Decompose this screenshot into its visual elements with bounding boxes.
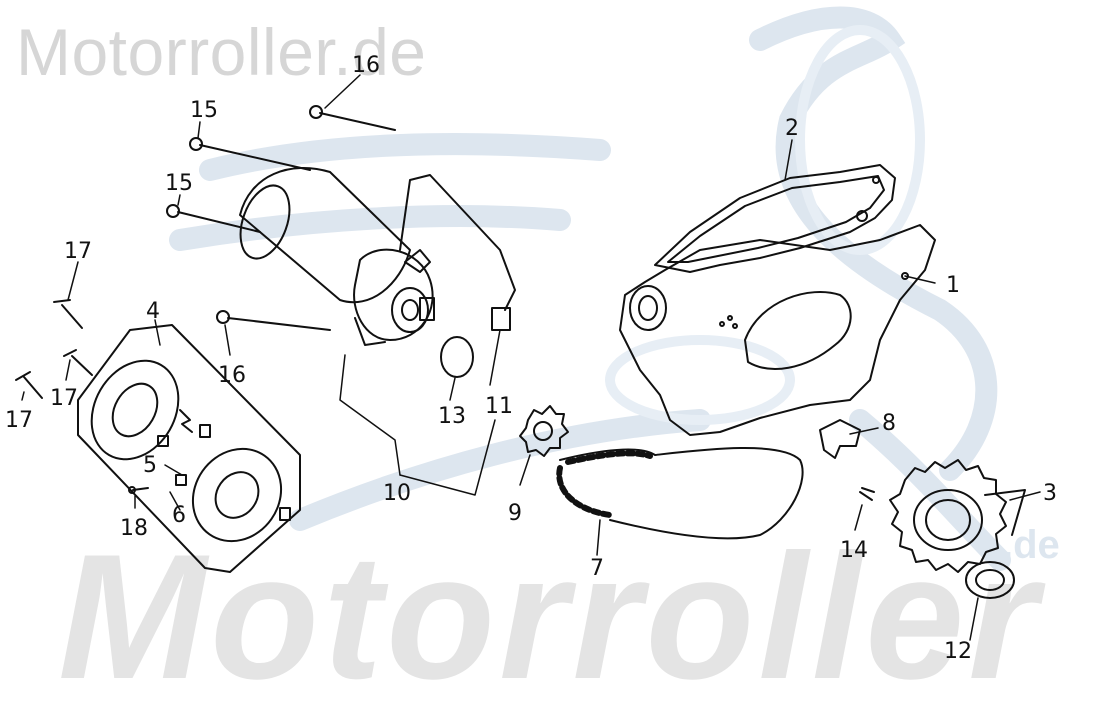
callout-9: 9 [508,501,522,526]
parts-diagram: Motorroller.de Motorroller .de [5,6,1060,706]
logo-watermark [169,6,1011,571]
callout-13: 13 [438,404,466,429]
callout-6: 6 [172,503,186,528]
cable-terminal [491,307,511,331]
stator-plate [77,324,301,573]
starter-cable [399,174,516,311]
oil-seal [965,561,1015,599]
tensioner-bracket [819,419,861,459]
callout-17-middle: 17 [50,386,78,411]
callout-12: 12 [944,639,972,664]
parts-drawing: 1 2 3 4 5 6 7 8 9 10 11 12 13 14 15 15 1… [5,53,1057,664]
callout-7: 7 [590,556,604,581]
callout-5: 5 [143,453,157,478]
gasket [654,164,896,273]
small-bolt [859,487,875,501]
leader-lines [21,74,1041,641]
callout-15-upper: 15 [190,98,218,123]
callout-17-bottom: 17 [5,408,33,433]
starter-motor [239,167,435,346]
driven-sprocket [889,459,1026,573]
callout-2: 2 [785,116,799,141]
watermark-bottom-text: Motorroller [58,517,1042,716]
drive-chain [556,447,804,540]
callout-8: 8 [882,411,896,436]
callout-15-lower: 15 [165,171,193,196]
callout-1: 1 [946,273,960,298]
drive-sprocket [519,405,569,457]
callout-11: 11 [485,394,513,419]
crankcase-cover [619,224,936,436]
callout-10: 10 [383,481,411,506]
bolts [166,105,396,331]
callout-18: 18 [120,516,148,541]
screws-small [15,299,149,494]
callout-16-upper: 16 [352,53,380,78]
o-ring [440,336,474,378]
callout-17-top: 17 [64,239,92,264]
callout-16-lower: 16 [218,363,246,388]
watermark-logo-suffix: .de [1002,523,1060,567]
callout-3: 3 [1043,481,1057,506]
callout-14: 14 [840,538,868,563]
callout-4: 4 [146,299,160,324]
